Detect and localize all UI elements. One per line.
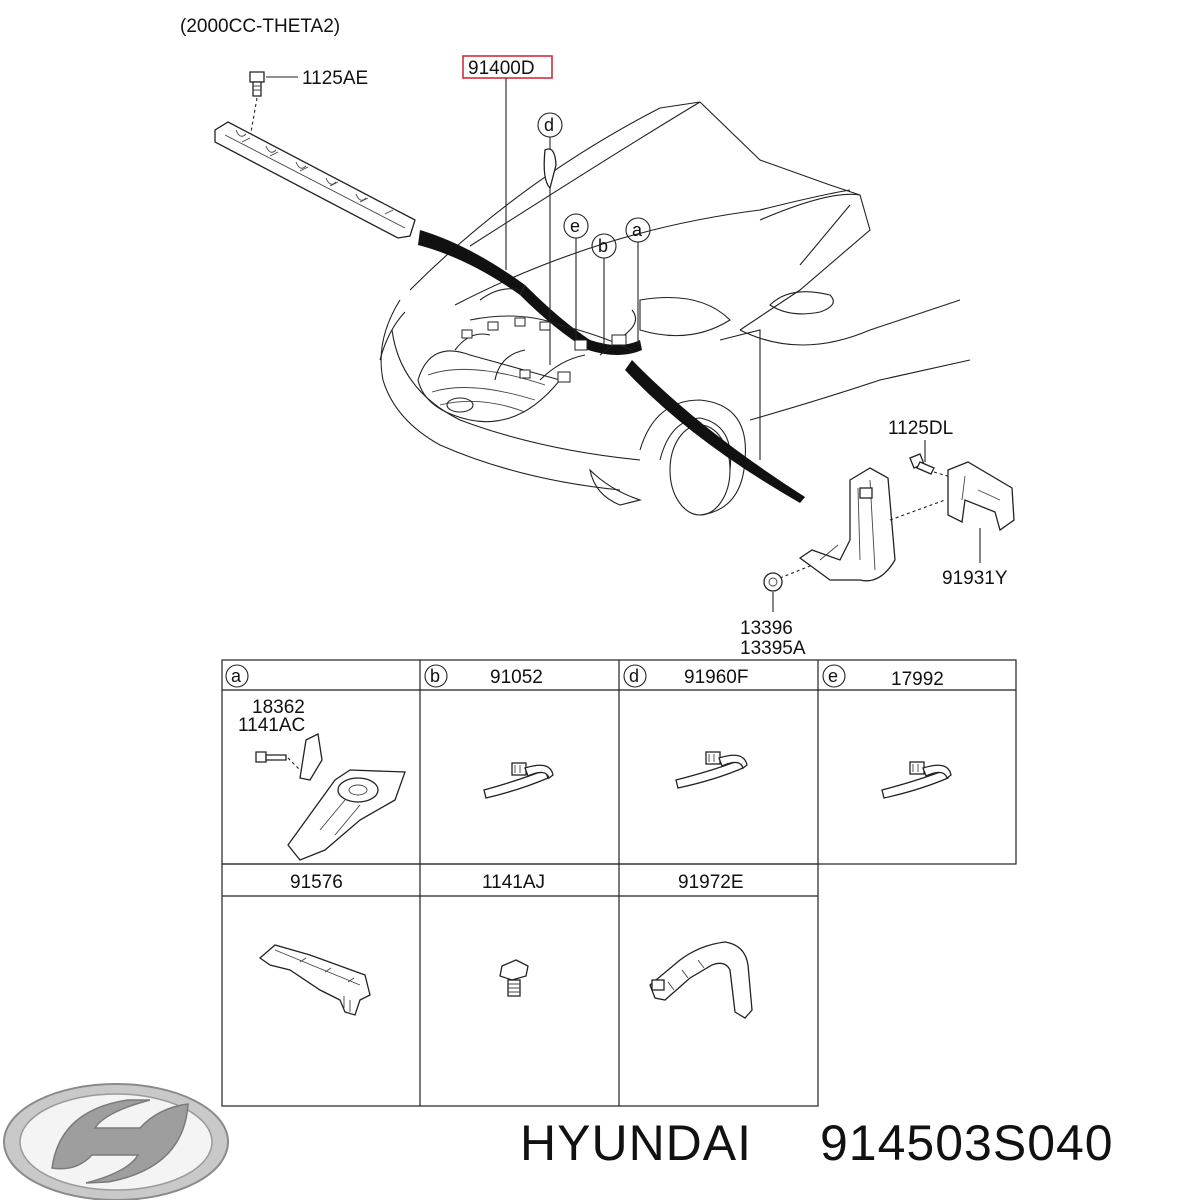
part-number-1141aj[interactable]: 1141AJ	[482, 872, 545, 893]
bracket-icon	[947, 461, 1015, 532]
ground-bracket-icon	[255, 733, 406, 861]
car-front-icon	[379, 101, 971, 516]
wiring-harness-icon	[418, 230, 805, 503]
callout-13395a: 13395A	[740, 638, 806, 659]
sub-part-1141ac: 1141AC	[238, 715, 305, 736]
part-number-91576[interactable]: 91576	[290, 872, 343, 893]
callout-d[interactable]: d	[537, 112, 563, 365]
bolt-icon	[909, 453, 935, 475]
callout-91931y: 91931Y	[942, 568, 1008, 589]
callout-91400d[interactable]: 91400D	[468, 58, 535, 79]
part-number: 91052	[490, 667, 543, 688]
nut-icon	[763, 572, 783, 592]
svg-text:b: b	[430, 666, 440, 686]
rail-bracket-icon	[214, 121, 416, 239]
part-number-91972e[interactable]: 91972E	[678, 872, 744, 893]
bolt-icon	[499, 959, 529, 997]
svg-text:b: b	[598, 236, 608, 256]
bracket-icon	[798, 467, 896, 582]
callout-e[interactable]: e	[563, 213, 589, 340]
rail-bracket-icon	[258, 944, 371, 1016]
protector-bracket-icon	[649, 941, 753, 1019]
table-cell-e[interactable]: e 17992	[822, 664, 944, 690]
hyundai-logo-icon	[3, 1083, 229, 1200]
callout-13396: 13396	[740, 618, 793, 639]
callout-1125ae: 1125AE	[302, 68, 368, 89]
svg-text:a: a	[632, 220, 643, 240]
part-number: 17992	[891, 669, 944, 690]
sub-part-18362: 18362	[252, 697, 305, 718]
svg-text:d: d	[544, 115, 554, 135]
clip-icon	[483, 762, 554, 799]
callout-a[interactable]: a	[625, 217, 651, 345]
callout-b[interactable]: b	[591, 233, 617, 345]
table-cell-a[interactable]: a 18362 1141AC	[225, 664, 305, 736]
highlight-box	[462, 55, 553, 79]
svg-text:e: e	[570, 216, 580, 236]
brand-name: HYUNDAI	[520, 1115, 752, 1171]
parts-table	[221, 659, 1017, 1107]
clip-icon	[675, 751, 748, 789]
engine-label: (2000CC-THETA2)	[180, 16, 340, 37]
svg-text:e: e	[828, 666, 838, 686]
svg-text:a: a	[231, 666, 242, 686]
clip-icon	[881, 761, 952, 799]
callout-1125dl: 1125DL	[888, 418, 953, 439]
table-cell-b[interactable]: b 91052	[424, 664, 543, 688]
part-number-title: 914503S040	[820, 1115, 1114, 1171]
bolt-icon	[249, 71, 265, 97]
svg-text:d: d	[629, 666, 639, 686]
part-number: 91960F	[684, 667, 748, 688]
table-cell-d[interactable]: d 91960F	[623, 664, 748, 688]
